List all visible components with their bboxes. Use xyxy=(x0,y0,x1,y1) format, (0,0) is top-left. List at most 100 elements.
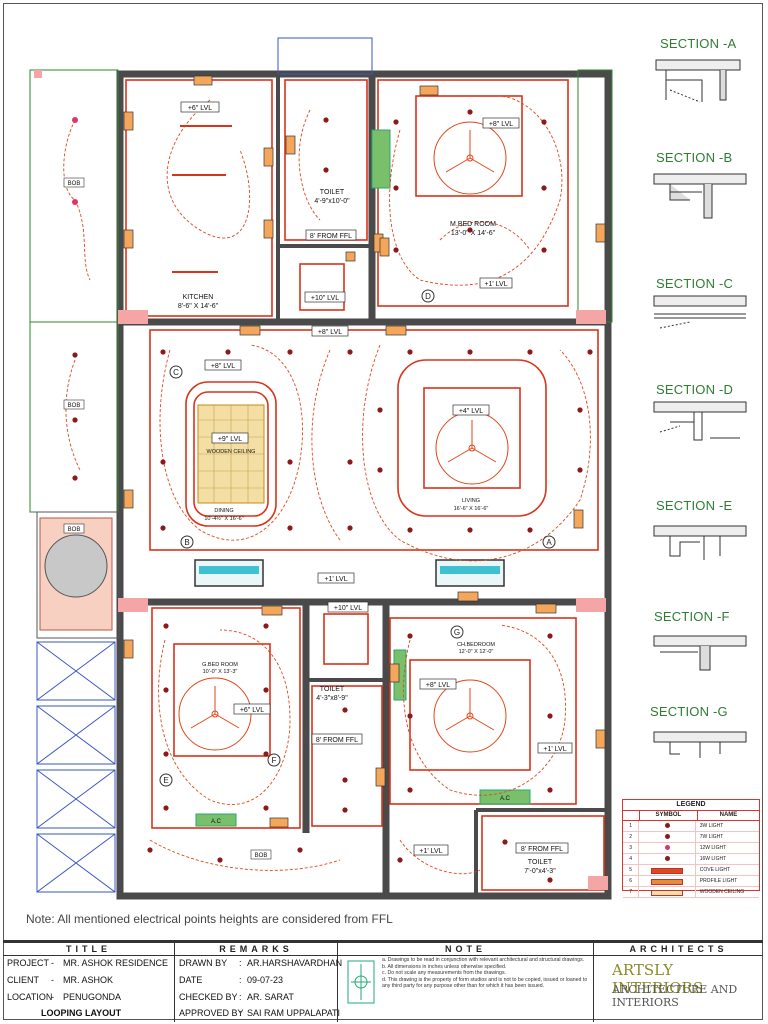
legend-symbol-icon xyxy=(664,845,670,850)
legend-row-symbol xyxy=(639,876,696,886)
legend-symbol-icon xyxy=(651,879,684,885)
level-tag-toilet1: 8' FROM FFL xyxy=(305,229,357,241)
wooden-ceiling-panel xyxy=(197,404,265,504)
legend-title: LEGEND xyxy=(623,800,759,811)
section-c-sketch xyxy=(653,295,747,329)
section-marker-c: C xyxy=(169,365,183,379)
room-name-toilet2: TOILET xyxy=(320,686,345,693)
brand-tagline: ARCHITECTURE AND INTERIORS xyxy=(612,983,738,1009)
svg-text:+1' LVL: +1' LVL xyxy=(324,576,347,583)
client-value: MR. ASHOK xyxy=(63,975,114,985)
level-tag-gbed-core: +6" LVL xyxy=(233,703,271,715)
checked-label: CHECKED BY xyxy=(179,992,238,1002)
room-name-toilet1: TOILET xyxy=(320,189,345,196)
svg-text:B: B xyxy=(184,538,189,547)
approved-value: SAI RAM UPPALAPATI xyxy=(247,1008,341,1018)
section-b-sketch xyxy=(653,173,747,219)
legend-row-symbol xyxy=(639,865,696,875)
section-details xyxy=(653,59,747,758)
drawn-label: DRAWN BY xyxy=(179,958,228,968)
level-tag-chbed-edge: +1' LVL xyxy=(537,742,573,754)
legend-row-symbol xyxy=(639,821,696,831)
legend-row-symbol xyxy=(639,843,696,853)
switch-boards xyxy=(123,75,606,828)
level-tag-dining-core: +9" LVL xyxy=(211,432,249,444)
note-a: a. Drawings to be read in conjunction wi… xyxy=(382,957,585,963)
legend-row-name: PROFILE LIGHT xyxy=(699,878,738,884)
wooden-ceiling-label: WOODEN CEILING xyxy=(207,449,256,455)
legend-symbol-icon xyxy=(664,856,670,861)
svg-text:BOB: BOB xyxy=(68,527,81,533)
north-arrow-icon xyxy=(347,960,375,1004)
room-size-dining: 10'-4½" X 16'-6" xyxy=(204,515,243,522)
legend-row-symbol xyxy=(639,854,696,864)
svg-text:BOB: BOB xyxy=(255,853,268,859)
section-marker-e: E xyxy=(159,773,173,787)
svg-text:+4" LVL: +4" LVL xyxy=(459,408,483,415)
legend-row-symbol xyxy=(639,887,696,897)
inner-walls xyxy=(276,74,608,896)
room-name-kitchen: KITCHEN xyxy=(183,294,214,301)
legend-symbol-icon xyxy=(664,823,670,828)
room-name-gbed: G.BED ROOM xyxy=(202,662,238,668)
ac-label-gbed: A.C xyxy=(211,819,222,825)
svg-text:+1' LVL: +1' LVL xyxy=(419,848,442,855)
legend-symbol-icon xyxy=(651,868,684,874)
client-label: CLIENT xyxy=(7,975,40,985)
section-c-title: SECTION -C xyxy=(656,276,734,291)
room-name-toilet3: TOILET xyxy=(528,859,553,866)
section-f-sketch xyxy=(653,635,747,671)
svg-text:C: C xyxy=(173,368,179,377)
room-name-dining: DINING xyxy=(214,508,233,514)
section-d-title: SECTION -D xyxy=(656,382,734,397)
svg-text:E: E xyxy=(163,776,168,785)
level-tag-living-core: +4" LVL xyxy=(452,404,490,416)
section-marker-d: D xyxy=(421,289,435,303)
brand-name: ARTSLY INTERIORS xyxy=(612,961,704,997)
remarks-heading: REMARKS xyxy=(175,943,337,956)
level-tag-toilet3: 8' FROM FFL xyxy=(515,842,569,854)
level-tag-toilet2: 8' FROM FFL xyxy=(311,733,363,745)
legend-row-symbol xyxy=(639,832,696,842)
section-marker-a: A xyxy=(542,535,556,549)
room-name-living: LIVING xyxy=(462,498,480,504)
note-d: d. This drawing is the property of form … xyxy=(382,976,588,990)
level-tag-bottom-passage: +1' LVL xyxy=(413,844,449,856)
approved-label: APPROVED BY xyxy=(179,1008,244,1018)
room-size-gbed: 10'-0" X 13'-3" xyxy=(203,669,238,675)
legend-row-number: 6 xyxy=(623,876,640,886)
legend-symbol-icon xyxy=(664,834,670,839)
section-f-title: SECTION -F xyxy=(654,609,730,624)
legend-row-number: 1 xyxy=(623,821,640,831)
svg-text:+8" LVL: +8" LVL xyxy=(318,329,342,336)
title-block: TITLE REMARKS NOTE ARCHITECTS PROJECT - … xyxy=(3,940,763,1022)
ac-label-chbed: A.C xyxy=(500,796,511,802)
architects-heading: ARCHITECTS xyxy=(594,943,763,956)
location-label: LOCATION xyxy=(7,992,53,1002)
level-tag-mbed-edge: +1' LVL xyxy=(479,277,513,289)
ac-units xyxy=(194,129,531,827)
section-marker-b: B xyxy=(180,535,194,549)
svg-text:+10" LVL: +10" LVL xyxy=(311,295,339,302)
svg-text:+9" LVL: +9" LVL xyxy=(218,436,242,443)
svg-text:A: A xyxy=(546,538,552,547)
svg-text:BOB: BOB xyxy=(68,181,81,187)
sheet-name: LOOPING LAYOUT xyxy=(41,1008,122,1018)
electrical-note: Note: All mentioned electrical points he… xyxy=(26,912,393,926)
room-size-toilet2: 4'-3"x8'-9" xyxy=(316,695,348,702)
svg-text:8' FROM FFL: 8' FROM FFL xyxy=(521,846,563,853)
room-size-chbed: 12'-0" X 12'-0" xyxy=(459,649,494,655)
svg-text:+6" LVL: +6" LVL xyxy=(240,707,264,714)
annotation-layer: +6" LVL +8" LVL +1' LVL 8' FROM FFL +10"… xyxy=(63,101,573,875)
bob-zones xyxy=(29,37,613,639)
svg-text:F: F xyxy=(272,756,277,765)
bob-tag-1: BOB xyxy=(63,177,85,188)
level-tag-hall-top: +8" LVL xyxy=(311,325,349,337)
kitchen-profile-lights xyxy=(172,125,232,273)
legend-col-name: NAME xyxy=(719,812,738,818)
svg-text:D: D xyxy=(425,292,431,301)
legend-col-symbol: SYMBOL xyxy=(640,811,698,820)
